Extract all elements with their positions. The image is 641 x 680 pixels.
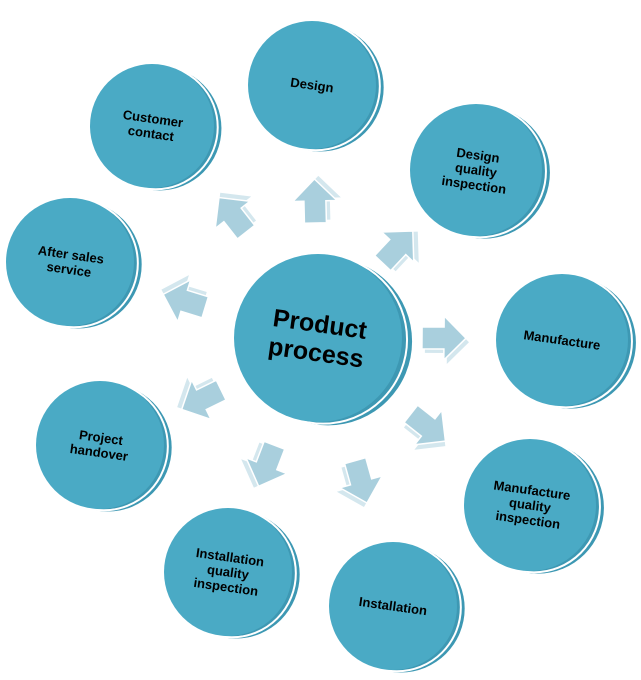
node-after-sales-service: After salesservice bbox=[6, 198, 142, 329]
node-manufacture-quality-inspection: Manufacturequalityinspection bbox=[464, 439, 604, 574]
flow-arrow bbox=[403, 404, 447, 450]
node-manufacture: Manufacture bbox=[496, 274, 636, 409]
flow-arrow bbox=[214, 192, 257, 241]
node-customer-contact: Customercontact bbox=[90, 64, 222, 191]
flow-arrow bbox=[161, 275, 210, 324]
flow-arrow bbox=[373, 230, 419, 272]
node-design-quality-inspection: Designqualityinspection bbox=[410, 104, 550, 239]
flow-arrow bbox=[421, 314, 469, 365]
node-installation: Installation bbox=[329, 542, 465, 673]
flow-arrow bbox=[336, 456, 384, 508]
flow-arrow bbox=[291, 175, 341, 225]
node-design: Design bbox=[248, 21, 384, 152]
node-installation-quality-inspection: Installationqualityinspection bbox=[164, 508, 300, 639]
center-node-product-process: Productprocess bbox=[234, 254, 413, 426]
node-label: Customercontact bbox=[120, 107, 184, 145]
node-label: Design bbox=[289, 75, 334, 96]
node-project-handover: Projecthandover bbox=[36, 381, 172, 512]
node-label: Productprocess bbox=[266, 304, 369, 374]
flow-arrow bbox=[241, 440, 290, 488]
flow-arrow bbox=[177, 377, 228, 421]
